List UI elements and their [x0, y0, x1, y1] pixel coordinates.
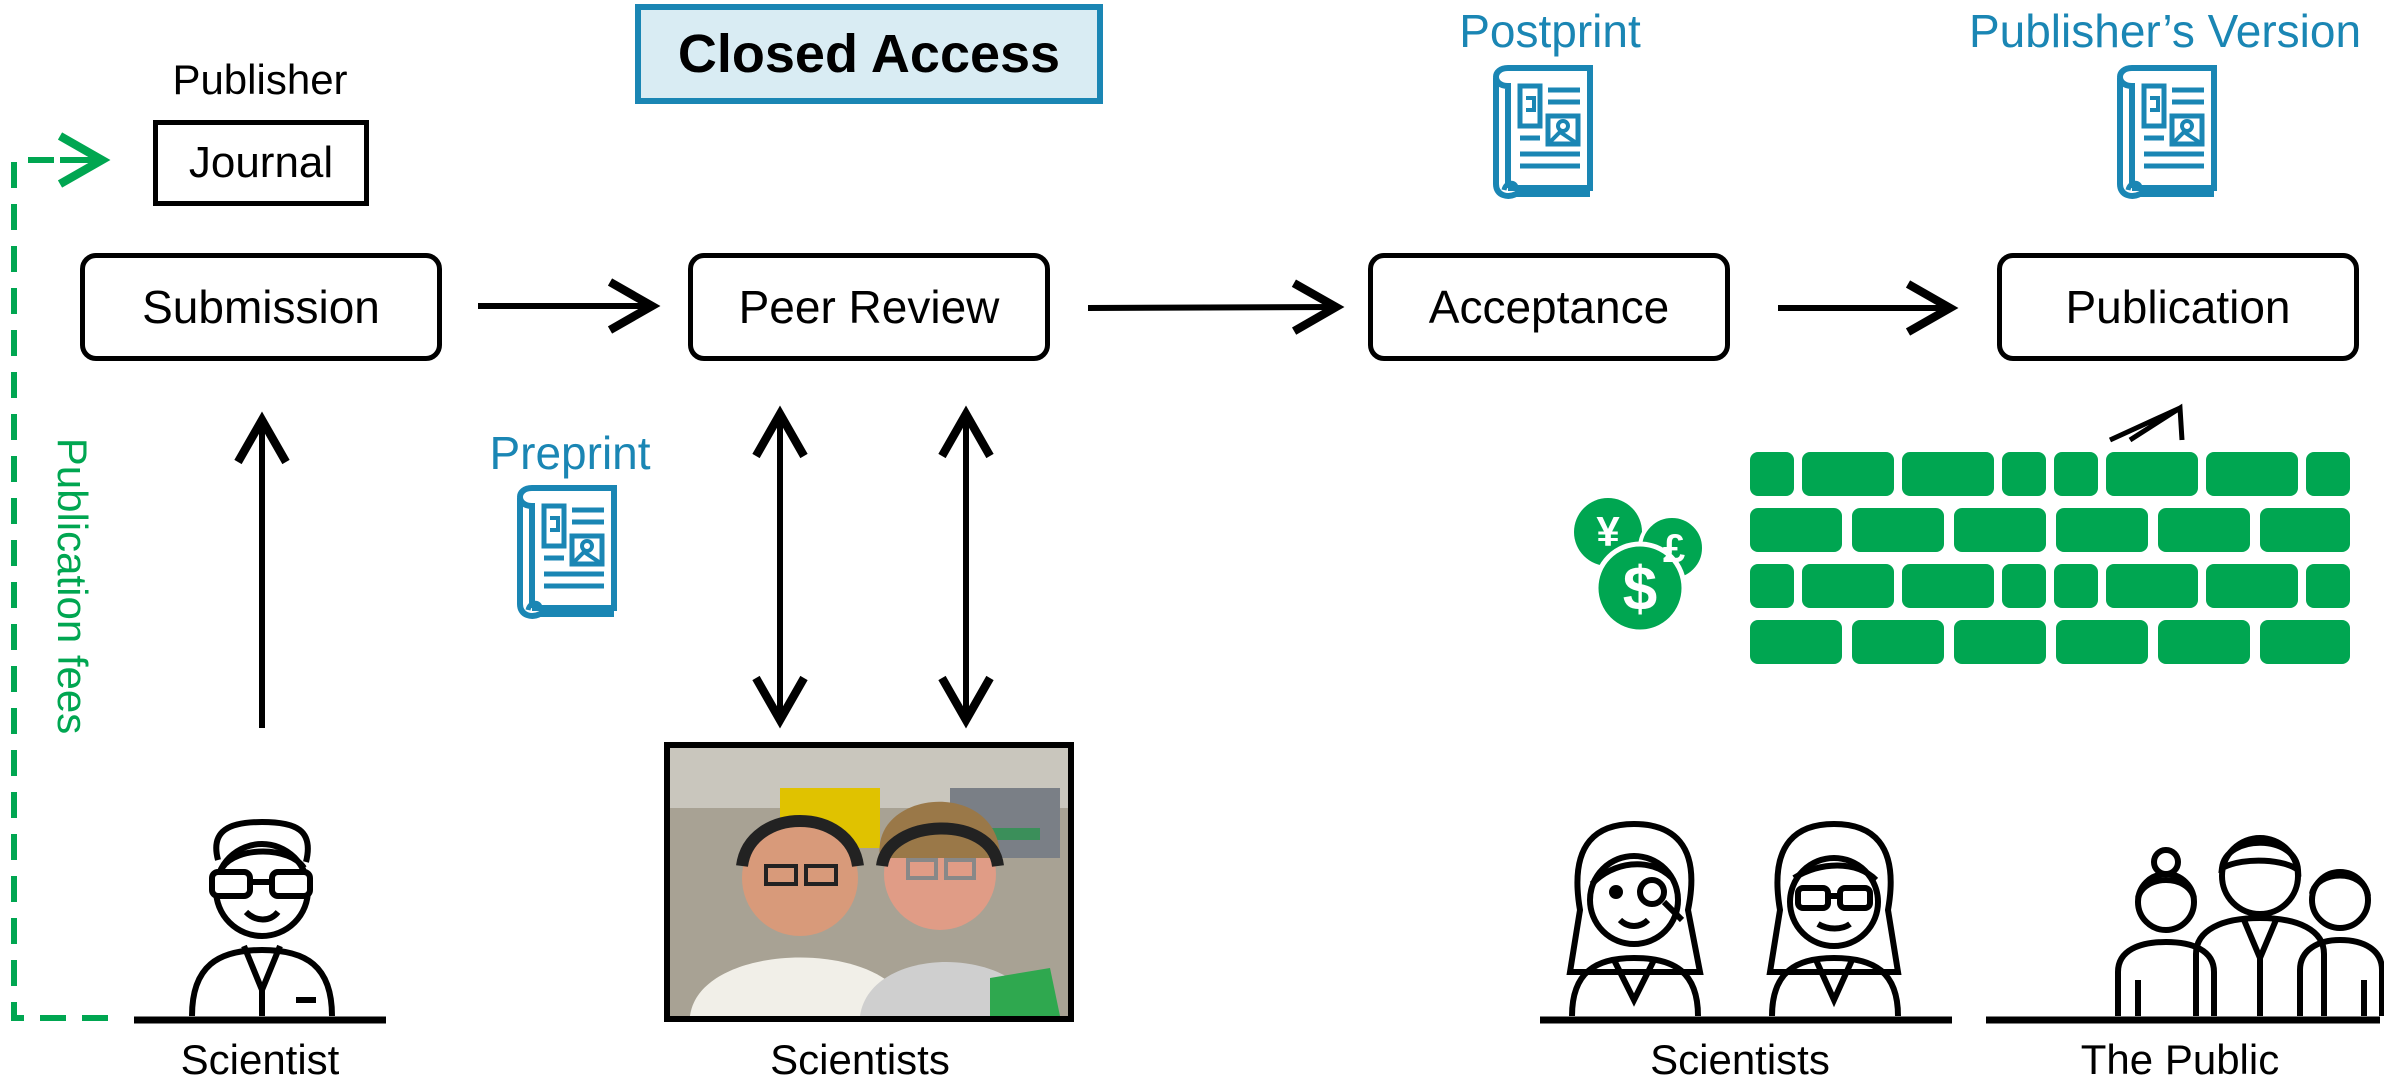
- female-scientist-icon: [1540, 820, 1952, 1024]
- acceptance-label: Acceptance: [1428, 281, 1670, 333]
- postprint-label: Postprint: [1459, 5, 1641, 57]
- postprint-document-icon: [1496, 68, 1590, 196]
- reviewers-photo: [664, 742, 1074, 1022]
- publication-box: Publication: [1997, 253, 2359, 361]
- peer-review-box: Peer Review: [688, 253, 1050, 361]
- title-box: Closed Access: [635, 4, 1103, 104]
- blocked-access-arrow: [2108, 403, 2185, 443]
- paywall-brick-icon: [1750, 452, 2350, 664]
- peer-review-label: Peer Review: [738, 281, 1000, 333]
- fees-dashed-line: [11, 157, 108, 1021]
- public-group-icon: [1986, 835, 2384, 1024]
- female-scientist-icon: [1566, 820, 1704, 1017]
- scientist-label: Scientist: [180, 1036, 340, 1083]
- submission-box: Submission: [80, 253, 442, 361]
- public-label: The Public: [2080, 1036, 2280, 1083]
- acceptance-box: Acceptance: [1368, 253, 1730, 361]
- title: Closed Access: [677, 24, 1061, 84]
- publisher-label: Publisher: [172, 56, 348, 103]
- arrow-review-to-acceptance: [1087, 279, 1345, 335]
- publishers-version-label: Publisher’s Version: [1968, 5, 2362, 57]
- reviewers-photo-drawing: [670, 748, 1068, 1016]
- submission-label: Submission: [142, 281, 380, 333]
- scientist-icon: [134, 818, 386, 1024]
- preprint-document-icon: [520, 488, 614, 616]
- svg-text:¥: ¥: [1596, 508, 1620, 555]
- currency-coins-icon: ¥ £ $: [1574, 498, 1706, 635]
- publishers-version-document-icon: [2120, 68, 2214, 196]
- readers-label: Scientists: [1650, 1036, 1830, 1083]
- journal-box: Journal: [153, 120, 369, 206]
- svg-text:$: $: [1623, 555, 1657, 624]
- publication-label: Publication: [2065, 281, 2291, 333]
- preprint-label: Preprint: [489, 427, 651, 479]
- reviewers-label: Scientists: [770, 1036, 950, 1083]
- journal-label: Journal: [188, 138, 334, 187]
- svg-text:£: £: [1663, 527, 1685, 571]
